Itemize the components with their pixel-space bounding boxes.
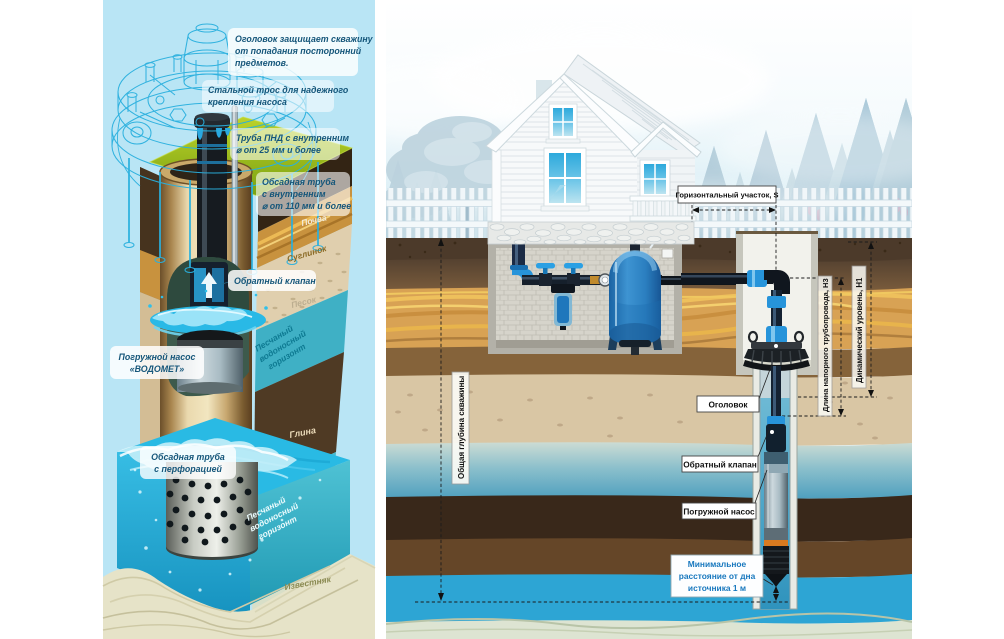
svg-text:⌀ от 110 мм и более: ⌀ от 110 мм и более (262, 201, 351, 211)
svg-text:источника 1 м: источника 1 м (688, 583, 746, 593)
svg-text:Горизонтальный участок, S: Горизонтальный участок, S (675, 191, 778, 200)
svg-text:Длина напорного трубопровода,: Длина напорного трубопровода, Н3 (821, 278, 830, 412)
svg-text:Стальной трос для надежного: Стальной трос для надежного (208, 85, 349, 95)
svg-text:⌀ от 25 мм и более: ⌀ от 25 мм и более (236, 145, 321, 155)
svg-text:Оголовок: Оголовок (708, 400, 748, 410)
svg-text:Обсадная труба: Обсадная труба (262, 177, 336, 187)
svg-text:с внутренним: с внутренним (262, 189, 326, 199)
svg-text:предметов.: предметов. (235, 58, 288, 68)
svg-text:Обсадная труба: Обсадная труба (151, 452, 225, 462)
svg-text:Оголовок защищает скважину: Оголовок защищает скважину (235, 34, 374, 44)
svg-text:Динамический уровень, Н1: Динамический уровень, Н1 (855, 277, 864, 383)
svg-text:Обратный клапан: Обратный клапан (683, 460, 757, 470)
svg-text:крепления насоса: крепления насоса (208, 97, 287, 107)
svg-text:Труба ПНД с внутренним: Труба ПНД с внутренним (236, 133, 350, 143)
svg-text:от попадания посторонний: от попадания посторонний (235, 46, 362, 56)
svg-text:с перфорацией: с перфорацией (154, 464, 222, 474)
svg-text:Минимальное: Минимальное (688, 559, 747, 569)
svg-text:«ВОДОМЕТ»: «ВОДОМЕТ» (130, 364, 185, 374)
svg-text:Обратный клапан: Обратный клапан (234, 276, 316, 286)
svg-text:Погружной насос: Погружной насос (119, 352, 196, 362)
svg-text:расстояние от дна: расстояние от дна (679, 571, 756, 581)
svg-text:Погружной насос: Погружной насос (683, 507, 755, 517)
svg-text:Общая глубина скважины: Общая глубина скважины (457, 376, 466, 479)
